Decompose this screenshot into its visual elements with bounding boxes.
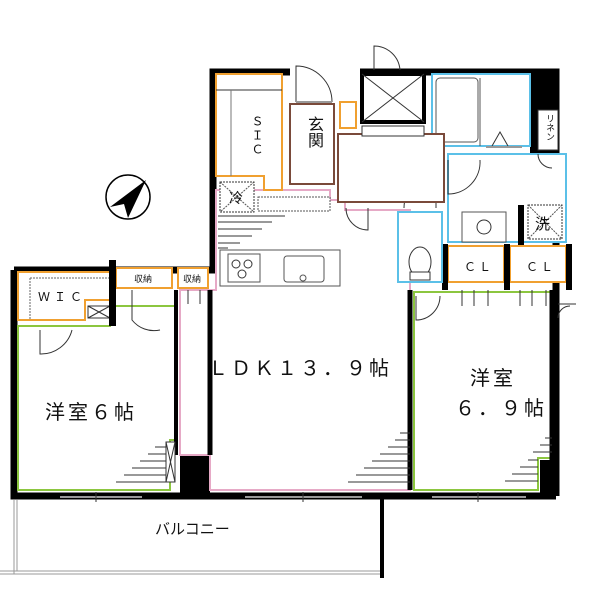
north-arrow-icon (105, 174, 151, 220)
entrance-label: 玄関 (305, 116, 324, 148)
washer-label: 洗 (535, 215, 551, 233)
wash-room (447, 153, 567, 245)
closet-1-label: ＣＬ (464, 260, 495, 274)
balcony-label: バルコニー (155, 520, 230, 538)
western-room-right (413, 290, 576, 502)
western-room-left (17, 290, 178, 502)
western-room-left-label: 洋室６帖 (45, 400, 137, 424)
western-room-right-label-2: ６．９帖 (455, 396, 547, 420)
fridge-label: 冷 (229, 191, 243, 207)
western-room-right-label-1: 洋室 (470, 366, 516, 390)
closet-2-label: ＣＬ (526, 260, 557, 274)
wic-label: ＷＩＣ (38, 290, 87, 304)
balcony (0, 496, 384, 578)
linen-label: リネン (544, 114, 554, 141)
sic-label: ＳＩＣ (250, 115, 264, 157)
toilet-room (397, 175, 443, 283)
entrance (289, 65, 357, 185)
shoe-in-closet (215, 73, 283, 191)
ldk-label: ＬＤＫ１３．９帖 (208, 356, 392, 380)
storage-2-label: 収納 (183, 275, 202, 285)
ldk-room (179, 189, 413, 502)
storage-1-label: 収納 (134, 275, 153, 285)
bathroom (431, 73, 531, 148)
